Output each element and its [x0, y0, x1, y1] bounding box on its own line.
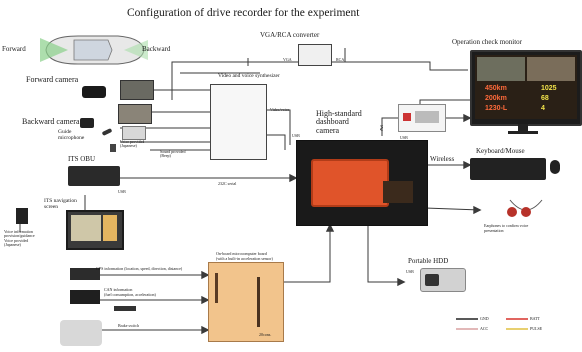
video-voice-label: Video/voice: [270, 107, 290, 112]
legend-acc: ACC: [480, 326, 489, 331]
sd-card-image: [398, 104, 446, 132]
usb-tag-recorder-right: USB: [400, 135, 408, 140]
video-voice-synth-box: [210, 84, 267, 160]
monitor-row1-b: 1025: [541, 85, 557, 92]
speaker-icon: [110, 144, 116, 152]
forward-road-image: [120, 80, 154, 100]
brake-switch-label: Brake switch: [118, 323, 139, 328]
gps-info-label: GPS information (location, speed, direct…: [96, 266, 183, 271]
high-std-cam-label: High-standard dashboard camera: [316, 109, 362, 135]
recorder-device: [311, 159, 389, 207]
monitor-view-right: [527, 57, 575, 81]
nav-map: [71, 215, 101, 241]
wire-legend: GND BATT ACC PULSE: [456, 310, 556, 338]
monitor-row2-a: 200km: [485, 95, 507, 102]
onboard-board: 20cons.: [208, 262, 284, 342]
monitor-row2-b: 68: [541, 95, 549, 102]
its-nav-label: ITS navigation screen: [44, 198, 77, 211]
hdd-dark: [425, 274, 439, 286]
rca-tag: RCA: [336, 57, 345, 62]
monitor-row3-a: 1230-L: [485, 105, 508, 112]
operation-monitor: 450km 1025 200km 68 1230-L 4: [470, 50, 582, 126]
forward-camera-photo: [82, 86, 106, 98]
monitor-row1-a: 450km: [485, 85, 507, 92]
backward-camera-label: Backward camera: [22, 117, 80, 126]
can-chip: [114, 306, 136, 311]
nav-side: [103, 215, 117, 241]
board-chip-1: [257, 277, 260, 327]
mic-image: [122, 126, 146, 140]
usb-tag-recorder: USB: [292, 133, 300, 138]
backward-road-image: [118, 104, 152, 124]
recorder-photo-frame: [296, 140, 428, 226]
vga-converter-box: [298, 44, 332, 66]
operation-monitor-label: Operation check monitor: [452, 38, 522, 46]
monitor-base: [508, 131, 538, 134]
legend-gnd: GND: [480, 316, 489, 321]
can-info-label: CAN information (fuel consumption, accel…: [104, 287, 156, 297]
voice-provided-label: Voice provided (Japanese): [120, 139, 145, 149]
nav-note-box: [16, 208, 28, 224]
vga-tag: VGA: [283, 57, 292, 62]
recorder-cable: [383, 181, 413, 203]
sd-card-gray: [415, 111, 439, 123]
forward-label: Forward: [2, 45, 26, 53]
earphones-label: Earphones to confirm voice presentation: [484, 223, 529, 233]
portable-hdd: [420, 268, 466, 292]
legend-batt: BATT: [530, 316, 540, 321]
its-obu-label: ITS OBU: [68, 155, 96, 163]
sd-card-red: [403, 113, 411, 121]
portable-hdd-label: Portable HDD: [408, 257, 449, 265]
wireless-label: Wireless: [430, 155, 455, 163]
usb-tag-obu: USB: [118, 189, 126, 194]
diagram-title: Configuration of drive recorder for the …: [127, 7, 360, 19]
keyboard-mouse-label: Keyboard/Mouse: [476, 147, 525, 155]
gps-device: [70, 268, 100, 280]
sound-provided-label: Sound provided (Beep): [160, 149, 186, 159]
monitor-screen: 450km 1025 200km 68 1230-L 4: [475, 55, 577, 119]
vga-converter-label: VGA/RCA converter: [260, 31, 320, 39]
nav-note-label: Voice information provision/guidance Voi…: [4, 229, 35, 248]
mouse-image: [550, 160, 560, 174]
car-top-view-icon: [40, 35, 148, 65]
brake-car-image: [60, 320, 102, 346]
forward-camera-label: Forward camera: [26, 75, 79, 84]
its-nav-screen: [66, 210, 124, 250]
legend-lines: [456, 318, 528, 330]
onboard-board-label: On-board microcomputer board (with a bui…: [216, 251, 273, 261]
serial-label: 232C serial: [218, 181, 237, 186]
board-chip-2: [215, 273, 218, 303]
guide-microphone-label: Guide microphone: [58, 129, 85, 141]
video-voice-synth-label: Video and voice synthesizer: [218, 73, 280, 79]
monitor-row3-b: 4: [541, 105, 545, 112]
keyboard-image: [470, 158, 546, 180]
monitor-view-left: [477, 57, 525, 81]
board-count: 20cons.: [259, 332, 272, 337]
usb-tag-hdd: USB: [406, 269, 414, 274]
backward-label: Backward: [142, 45, 171, 53]
earphones-icon: [504, 196, 548, 222]
monitor-stand: [518, 124, 528, 132]
legend-pulse: PULSE: [530, 326, 543, 331]
lightning-icon: ƺ: [380, 123, 384, 131]
can-device: [70, 290, 100, 304]
its-obu-device: [68, 166, 120, 186]
backward-camera-photo: [80, 118, 94, 128]
